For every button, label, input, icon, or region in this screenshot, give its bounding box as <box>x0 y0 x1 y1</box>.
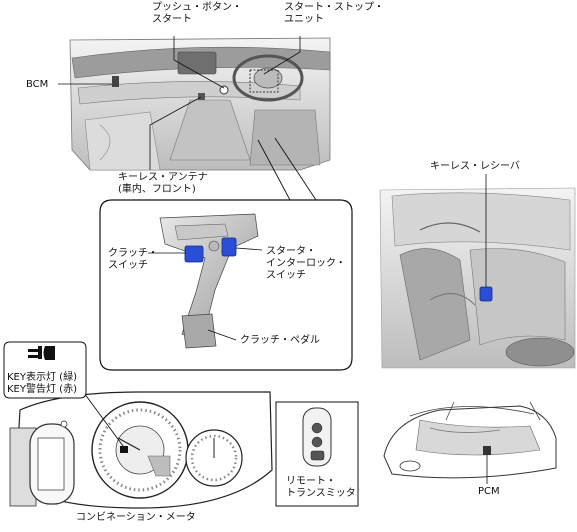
starter-interlock-part <box>221 237 237 257</box>
keyless-receiver-part <box>479 286 493 302</box>
clutch-callout <box>99 137 353 371</box>
label-remote-transmitter: リモート・ トランスミッタ <box>286 476 356 499</box>
dashboard-illustration <box>69 37 331 171</box>
clutch-switch-part <box>184 245 204 263</box>
remote-transmitter-illustration <box>275 401 359 507</box>
lock-icon <box>311 422 323 434</box>
engine-bay-illustration <box>379 174 576 369</box>
label-bcm: BCM <box>26 79 49 90</box>
label-key-warning-red: KEY警告灯 (赤) <box>7 384 77 395</box>
dashboard-leader-lines <box>58 36 301 170</box>
label-keyless-antenna: キーレス・アンテナ (車内、フロント) <box>118 172 208 195</box>
label-combination-meter: コンビネーション・メータ <box>76 512 196 523</box>
key-indicator-icon <box>28 346 55 360</box>
label-key-indicator-green: KEY表示灯 (緑) <box>7 372 77 383</box>
trunk-icon <box>310 450 325 461</box>
unlock-icon <box>311 436 323 448</box>
car-front-illustration <box>383 401 557 484</box>
label-push-button-start: プッシュ・ボタン・ スタート <box>152 2 242 25</box>
label-starter-interlock-switch: スタータ・ インターロック・ スイッチ <box>266 246 346 281</box>
label-keyless-receiver: キーレス・レシーバ <box>430 161 520 172</box>
combination-meter-illustration <box>9 381 273 509</box>
key-indicator-callout <box>3 341 87 399</box>
label-clutch-pedal: クラッチ・ペダル <box>240 335 320 346</box>
label-clutch-switch: クラッチ・ スイッチ <box>108 248 158 271</box>
label-pcm: PCM <box>478 486 500 497</box>
label-start-stop-unit: スタート・ストップ・ ユニット <box>284 2 384 25</box>
